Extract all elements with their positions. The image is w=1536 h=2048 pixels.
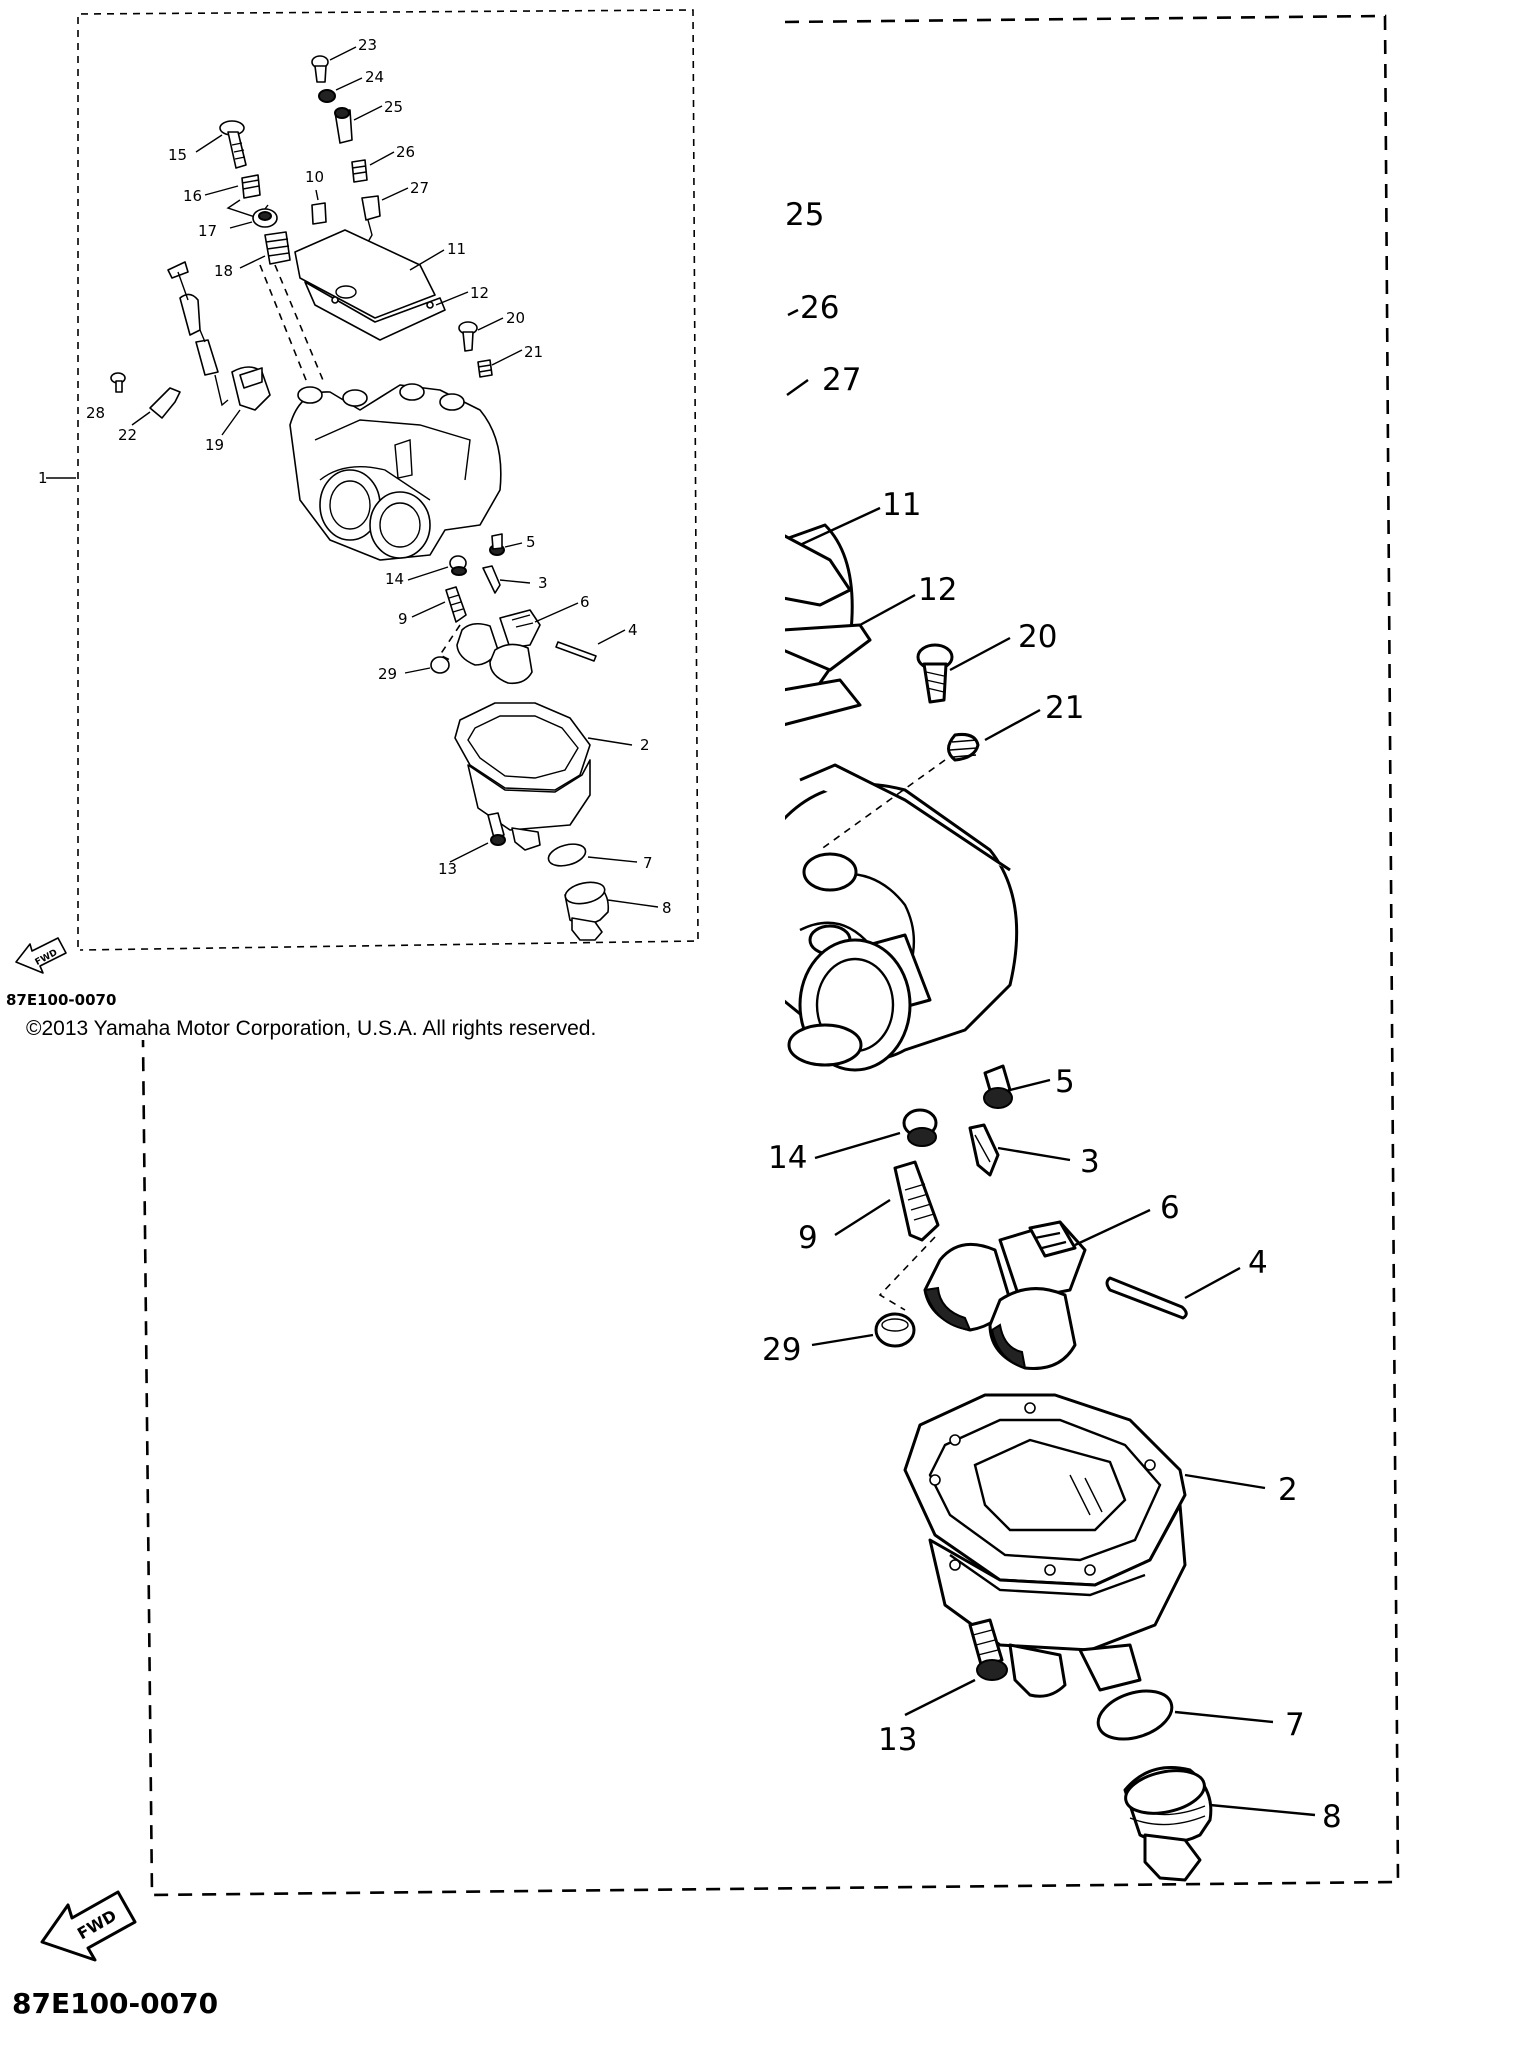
fwd-arrow-large: FWD: [40, 1890, 137, 1962]
small-label-15: 15: [168, 146, 187, 164]
small-label-18: 18: [214, 262, 233, 280]
large-part-8: [1123, 1766, 1316, 1882]
large-label-4: 4: [1248, 1245, 1268, 1281]
small-inset-view: 1 2 3 4 5 6 7 8 9 10 11 12 13 14 15 16 1…: [6, 0, 785, 1045]
fwd-arrow-small: FWD: [15, 937, 67, 974]
large-part-29: [811, 1312, 916, 1348]
large-label-5: 5: [1055, 1064, 1075, 1100]
small-label-9: 9: [398, 610, 408, 628]
small-label-19: 19: [205, 436, 224, 454]
large-part-13: [904, 1618, 1008, 1717]
small-part-18: [239, 231, 326, 386]
large-label-21: 21: [1045, 690, 1084, 726]
small-label-26: 26: [396, 143, 415, 161]
small-label-1: 1: [38, 469, 48, 487]
small-label-29: 29: [378, 665, 397, 683]
small-part-21: [477, 349, 523, 378]
large-label-9: 9: [798, 1220, 818, 1256]
small-label-22: 22: [118, 426, 137, 444]
small-part-10: [311, 189, 327, 225]
large-part-20: [916, 636, 1011, 704]
large-label-20: 20: [1018, 619, 1057, 655]
small-part-3: [482, 565, 531, 594]
small-label-5: 5: [526, 533, 536, 551]
large-label-3: 3: [1080, 1144, 1100, 1180]
large-label-27: 27: [822, 362, 861, 398]
small-part-24: [318, 77, 363, 103]
copyright-notice: ©2013 Yamaha Motor Corporation, U.S.A. A…: [26, 1017, 597, 1040]
small-label-14: 14: [385, 570, 404, 588]
small-label-4: 4: [628, 621, 638, 639]
small-label-2: 2: [640, 736, 650, 754]
large-part-2: [903, 1393, 1266, 1698]
large-part-9: [834, 1160, 940, 1242]
large-view: 25 26 27 11 12 20 21 5 14 3 9 6 4 29 2 1…: [12, 14, 1400, 2020]
small-label-21: 21: [524, 343, 543, 361]
small-part-4: [555, 629, 626, 662]
large-part-6: [878, 1208, 1151, 1371]
large-part-4: [1105, 1266, 1241, 1320]
small-label-23: 23: [358, 36, 377, 54]
large-label-11: 11: [882, 487, 921, 523]
small-part-6: [438, 602, 579, 685]
small-carburetor-body: [289, 383, 502, 561]
small-label-24: 24: [365, 68, 384, 86]
large-part-21: [819, 708, 1041, 851]
small-part-11: [294, 229, 445, 319]
large-label-7: 7: [1285, 1707, 1305, 1743]
small-part-17: [229, 208, 278, 229]
small-part-14: [407, 555, 467, 581]
diagram-code-small: 87E100-0070: [6, 991, 116, 1009]
small-part-5: [489, 533, 523, 556]
small-label-25: 25: [384, 98, 403, 116]
large-label-26: 26: [800, 290, 839, 326]
small-label-12: 12: [470, 284, 489, 302]
small-part-22: [131, 387, 181, 426]
small-label-27: 27: [410, 179, 429, 197]
large-label-13: 13: [878, 1722, 917, 1758]
small-part-15: [195, 120, 247, 169]
small-part-12: [304, 281, 469, 341]
small-part-23: [311, 46, 357, 83]
small-label-7: 7: [643, 854, 653, 872]
small-label-6: 6: [580, 593, 590, 611]
large-label-29: 29: [762, 1332, 801, 1368]
large-label-8: 8: [1322, 1799, 1342, 1835]
diagram-code-large: 87E100-0070: [12, 1987, 218, 2020]
large-part-5: [983, 1064, 1051, 1109]
small-part-9: [411, 586, 467, 623]
large-part-7: [1096, 1689, 1274, 1741]
small-part-25: [334, 105, 383, 144]
small-part-29: [404, 656, 450, 674]
large-label-14: 14: [768, 1140, 807, 1176]
small-part-8: [564, 881, 659, 941]
small-part-26: [351, 151, 395, 183]
small-label-28: 28: [86, 404, 105, 422]
large-label-12: 12: [918, 572, 957, 608]
large-label-6: 6: [1160, 1190, 1180, 1226]
small-part-13: [449, 812, 506, 863]
large-label-2: 2: [1278, 1472, 1298, 1508]
small-label-10: 10: [305, 168, 324, 186]
large-part-3: [968, 1123, 1071, 1177]
small-label-20: 20: [506, 309, 525, 327]
small-part-19: [167, 261, 271, 436]
small-label-16: 16: [183, 187, 202, 205]
large-carburetor-body: [781, 523, 1019, 1072]
small-label-8: 8: [662, 899, 672, 917]
small-label-3: 3: [538, 574, 548, 592]
small-label-13: 13: [438, 860, 457, 878]
large-part-14: [814, 1108, 938, 1160]
small-label-11: 11: [447, 240, 466, 258]
small-part-20: [458, 317, 504, 352]
large-label-25: 25: [785, 197, 824, 233]
small-part-28: [110, 372, 126, 393]
small-label-17: 17: [198, 222, 217, 240]
small-part-7: [547, 843, 638, 867]
